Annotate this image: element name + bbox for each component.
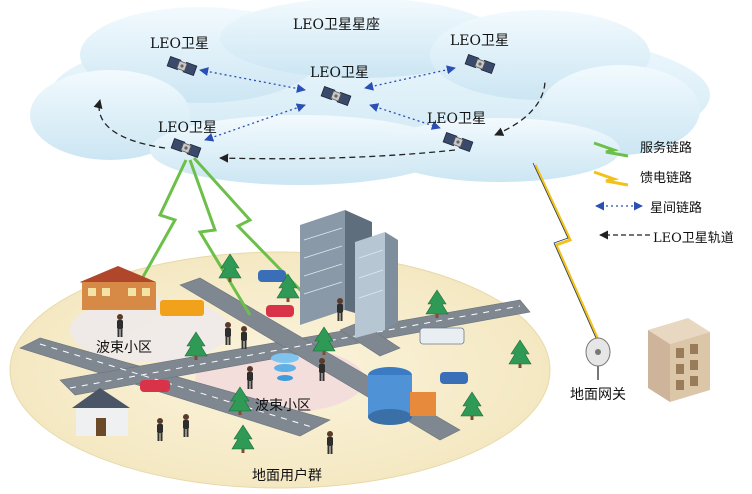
bus-icon bbox=[160, 300, 204, 316]
legend-label-feeder-link: 馈电链路 bbox=[640, 171, 693, 186]
car-icon bbox=[440, 372, 468, 384]
gateway-building-icon bbox=[648, 318, 710, 402]
bus-icon bbox=[419, 327, 465, 345]
feeder-link bbox=[532, 162, 597, 339]
car-icon bbox=[258, 270, 286, 282]
green-lightning-icon bbox=[593, 141, 629, 158]
school-building-icon bbox=[80, 266, 156, 310]
legend-label-leo-orbit: LEO卫星轨道 bbox=[653, 231, 734, 246]
constellation-title: LEO卫星星座 bbox=[293, 17, 380, 33]
office-tower-icon bbox=[300, 210, 398, 338]
legend-label-service-link: 服务链路 bbox=[640, 141, 693, 156]
car-icon bbox=[140, 380, 170, 392]
inter-satellite-links bbox=[199, 65, 456, 142]
satellite-label: LEO卫星 bbox=[150, 36, 209, 52]
legend-icons bbox=[593, 141, 650, 240]
satellite-label: LEO卫星 bbox=[310, 65, 369, 81]
satellite-label: LEO卫星 bbox=[158, 120, 217, 136]
satellite-label: LEO卫星 bbox=[427, 111, 486, 127]
ground-gateway-label: 地面网关 bbox=[570, 387, 626, 403]
orbit-path bbox=[494, 79, 546, 136]
satellite-dish-icon bbox=[585, 337, 611, 380]
legend-label-inter-satellite-link: 星间链路 bbox=[650, 201, 703, 216]
ground-user-group-label: 地面用户群 bbox=[252, 468, 322, 484]
feeder-link bbox=[533, 164, 600, 341]
satellite-label: LEO卫星 bbox=[450, 33, 509, 49]
car-icon bbox=[266, 305, 294, 317]
house-icon bbox=[72, 388, 130, 436]
road-markings bbox=[39, 305, 521, 429]
round-building-icon bbox=[368, 367, 436, 425]
orbit-path bbox=[93, 99, 166, 149]
yellow-lightning-icon bbox=[593, 170, 629, 187]
beam-cell-label: 波束小区 bbox=[255, 398, 311, 414]
beam-antenna-icon bbox=[271, 353, 299, 381]
beam-cell-label: 波束小区 bbox=[96, 340, 152, 356]
orbit-path bbox=[219, 149, 456, 163]
